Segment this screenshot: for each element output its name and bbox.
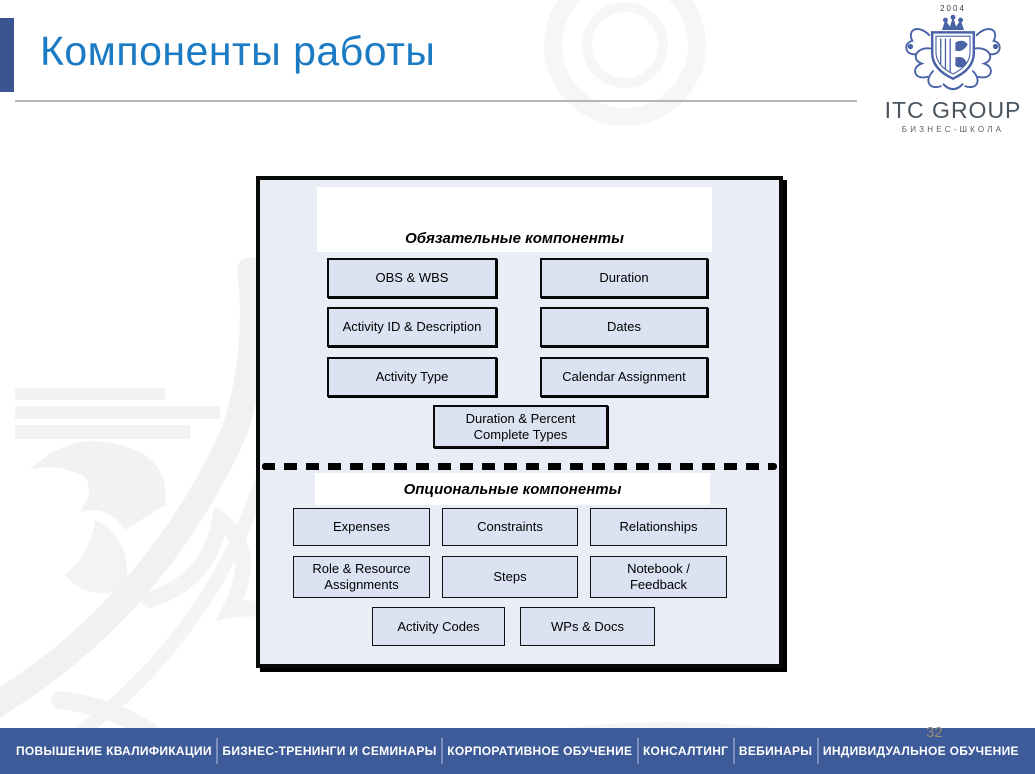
- diagram-box-steps: Steps: [442, 556, 578, 598]
- work-components-diagram: Обязательные компоненты OBS & WBS Durati…: [256, 176, 783, 668]
- footer-separator: [440, 738, 443, 764]
- footer-item-corporate-education: КОРПОРАТИВНОЕ ОБУЧЕНИЕ: [447, 744, 633, 758]
- diagram-box-activity-type: Activity Type: [327, 357, 497, 397]
- footer-separator: [732, 738, 735, 764]
- logo-subtitle-label: БИЗНЕС-ШКОЛА: [901, 125, 1005, 135]
- diagram-box-label: Role & Resource Assignments: [312, 561, 411, 592]
- mandatory-components-header: Обязательные компоненты: [317, 187, 712, 252]
- crest-icon: [905, 14, 1001, 91]
- diagram-box-activity-codes: Activity Codes: [372, 607, 505, 646]
- diagram-box-wps-docs: WPs & Docs: [520, 607, 655, 646]
- diagram-box-label: Notebook / Feedback: [627, 561, 690, 592]
- title-accent-bar: [0, 18, 14, 92]
- diagram-box-calendar-assignment: Calendar Assignment: [540, 357, 708, 397]
- logo-name-label: ITC GROUP: [884, 97, 1022, 123]
- footer-item-webinars: ВЕБИНАРЫ: [738, 744, 813, 758]
- title-divider: [15, 100, 857, 102]
- diagram-box-duration-percent-complete-types: Duration & Percent Complete Types: [433, 405, 608, 448]
- footer-separator: [636, 738, 639, 764]
- footer-item-consulting: КОНСАЛТИНГ: [642, 744, 729, 758]
- diagram-box-relationships: Relationships: [590, 508, 727, 546]
- footer-separator: [816, 738, 819, 764]
- footer-item-trainings-seminars: БИЗНЕС-ТРЕНИНГИ И СЕМИНАРЫ: [222, 744, 437, 758]
- diagram-box-activity-id-description: Activity ID & Description: [327, 307, 497, 347]
- footer-services-bar: ПОВЫШЕНИЕ КВАЛИФИКАЦИИ БИЗНЕС-ТРЕНИНГИ И…: [0, 728, 1035, 774]
- itc-group-logo: 2004: [873, 4, 1033, 134]
- diagram-box-dates: Dates: [540, 307, 708, 347]
- mandatory-optional-separator: [262, 463, 777, 470]
- diagram-box-notebook-feedback: Notebook / Feedback: [590, 556, 727, 598]
- footer-item-qualification: ПОВЫШЕНИЕ КВАЛИФИКАЦИИ: [16, 744, 212, 758]
- diagram-box-role-resource-assignments: Role & Resource Assignments: [293, 556, 430, 598]
- diagram-box-constraints: Constraints: [442, 508, 578, 546]
- footer-separator: [216, 738, 219, 764]
- diagram-box-expenses: Expenses: [293, 508, 430, 546]
- diagram-box-obs-wbs: OBS & WBS: [327, 258, 497, 298]
- page-title: Компоненты работы: [40, 28, 436, 74]
- slide-page-number: 32: [926, 724, 943, 741]
- optional-components-header: Опциональные компоненты: [315, 473, 710, 505]
- logo-year-label: 2004: [940, 4, 966, 13]
- footer-item-individual-education: ИНДИВИДУАЛЬНОЕ ОБУЧЕНИЕ: [822, 744, 1019, 758]
- diagram-box-duration: Duration: [540, 258, 708, 298]
